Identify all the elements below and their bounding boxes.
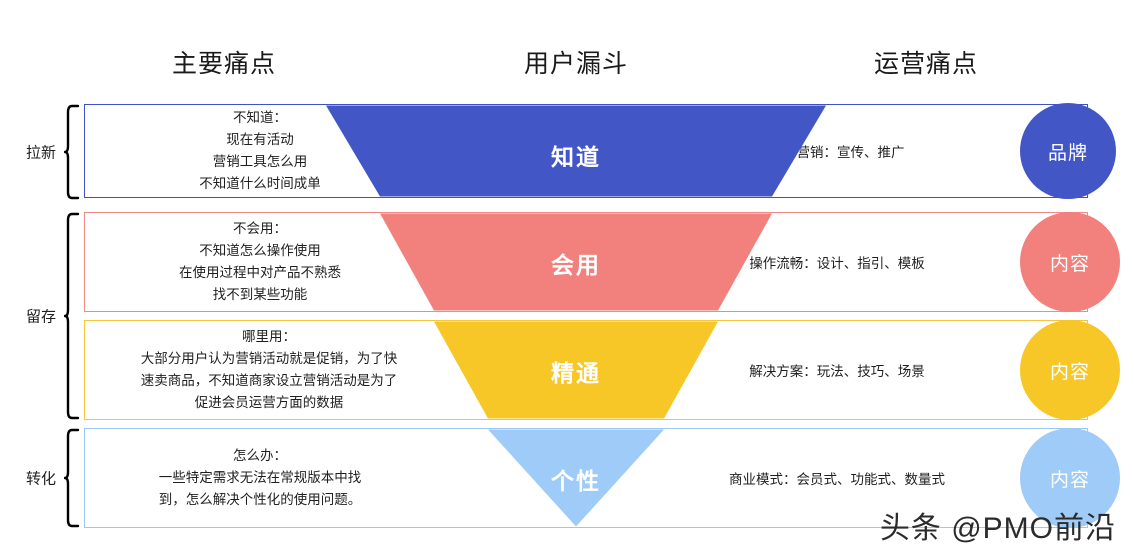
brace-label: 拉新: [25, 144, 56, 162]
pain-text-4: 怎么办： 一些特定需求无法在常规版本中找 到，怎么解决个性化的使用问题。: [95, 429, 425, 527]
header-pain-points: 主要痛点: [171, 50, 277, 78]
outcome-circle-1[interactable]: 品牌: [1020, 103, 1116, 199]
pain-text-3: 哪里用： 大部分用户认为营销活动就是促销，为了快 速卖商品，不知道商家设立营销活…: [89, 321, 449, 419]
pain-line: 促进会员运营方面的数据: [194, 394, 344, 410]
funnel-label-2: 会用: [551, 252, 601, 278]
curly-brace-icon: [64, 212, 80, 420]
funnel-label-1: 知道: [551, 144, 601, 170]
funnel-label-4: 个性: [551, 468, 601, 494]
pain-line: 营销工具怎么用: [212, 154, 308, 169]
pain-line: 速卖商品，不知道商家设立营销活动是为了: [140, 373, 398, 388]
ops-text-3: 解决方案：玩法、技巧、场景: [749, 364, 925, 379]
header-user-funnel: 用户漏斗: [523, 50, 629, 78]
funnel-label-3: 精通: [551, 360, 601, 386]
pain-line: 哪里用：: [242, 329, 296, 345]
pain-line: 大部分用户认为营销活动就是促销，为了快: [140, 351, 398, 367]
pain-line: 不会用：: [233, 221, 287, 237]
curly-brace-icon: [64, 104, 80, 200]
pain-line: 一些特定需求无法在常规版本中找: [158, 470, 362, 486]
pain-line: 找不到某些功能: [212, 286, 308, 302]
brace-group-conversion: 转化: [26, 428, 80, 528]
pain-line: 不知道怎么操作使用: [199, 243, 321, 259]
ops-text-4: 商业模式：会员式、功能式、数量式: [729, 472, 945, 487]
brace-label: 留存: [25, 308, 56, 326]
pain-line: 在使用过程中对产品不熟悉: [179, 265, 341, 280]
brace-group-retention: 留存: [26, 212, 80, 420]
pain-line: 不知道：: [233, 110, 287, 126]
curly-brace-icon: [64, 428, 80, 528]
outcome-circle-4[interactable]: 内容: [1020, 428, 1120, 528]
column-headers: 主要痛点 用户漏斗 运营痛点: [0, 0, 1134, 96]
stage-row-3[interactable]: 哪里用： 大部分用户认为营销活动就是促销，为了快 速卖商品，不知道商家设立营销活…: [84, 320, 1088, 420]
ops-text-1: 认知营销：宣传、推广: [769, 145, 905, 160]
ops-text-2: 操作流畅：设计、指引、模板: [749, 256, 925, 271]
pain-text-1: 不知道： 现在有活动 营销工具怎么用 不知道什么时间成单: [95, 105, 425, 197]
outcome-circle-3[interactable]: 内容: [1020, 320, 1120, 420]
pain-line: 到，怎么解决个性化的使用问题。: [158, 491, 362, 507]
header-ops-pain-points: 运营痛点: [873, 50, 979, 78]
pain-line: 怎么办：: [233, 448, 287, 464]
brace-label: 转化: [25, 470, 56, 488]
outcome-circle-2[interactable]: 内容: [1020, 212, 1120, 312]
pain-text-2: 不会用： 不知道怎么操作使用 在使用过程中对产品不熟悉 找不到某些功能: [95, 213, 425, 311]
pain-line: 不知道什么时间成单: [199, 175, 321, 191]
pain-line: 现在有活动: [226, 132, 294, 148]
brace-group-acquisition: 拉新: [26, 104, 80, 200]
watermark: 头条 @PMO前沿: [879, 512, 1116, 545]
